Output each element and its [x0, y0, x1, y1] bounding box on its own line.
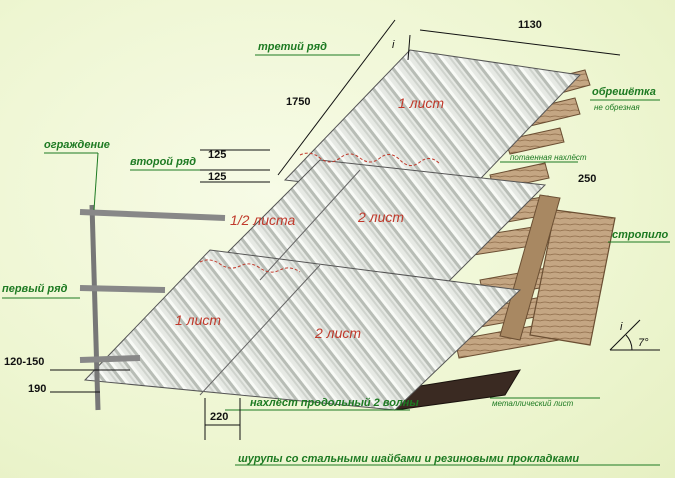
sheet-bottom1-label: 1 лист [175, 312, 221, 328]
fence [79, 204, 226, 411]
dim-190: 190 [28, 383, 46, 395]
slope-indicator [609, 319, 660, 351]
label-second-row: второй ряд [130, 156, 196, 168]
dim-1130: 1130 [518, 19, 542, 31]
dim-1750: 1750 [286, 96, 310, 108]
dim-120-150: 120-150 [4, 356, 44, 368]
label-metal-sheet: металлический лист [492, 399, 574, 408]
sheet-top-label: 1 лист [398, 95, 444, 111]
dim-250: 250 [578, 173, 596, 185]
sheet-bottom2-label: 2 лист [314, 325, 361, 341]
leader-lines [2, 54, 670, 466]
slope-angle: 7° [638, 337, 649, 349]
label-hidden-overlap: потаенная нахлёст [510, 153, 587, 162]
label-rafter: стропило [612, 229, 668, 241]
slope-i-top: i [392, 39, 395, 51]
roof-sheets [83, 49, 582, 411]
label-overlap-longitudinal: нахлёст продольный 2 волны [250, 397, 419, 409]
rafter [499, 194, 616, 346]
dim-125b: 125 [208, 171, 226, 183]
sheet-row-1 [83, 249, 522, 411]
dim-220: 220 [210, 411, 228, 423]
dim-125a: 125 [208, 149, 226, 161]
sheet-half-label: 1/2 листа [230, 212, 296, 228]
sheet-mid-label: 2 лист [357, 209, 404, 225]
dimension-lines [50, 19, 621, 440]
label-first-row: первый ряд [2, 283, 68, 295]
label-screws: шурупы со стальными шайбами и резиновыми… [238, 453, 579, 465]
label-batten: обрешётка [592, 86, 656, 98]
label-third-row: третий ряд [258, 41, 327, 53]
label-batten-sub: не обрезная [594, 103, 640, 112]
label-fence: ограждение [44, 139, 110, 151]
slope-i-right: i [620, 321, 623, 333]
